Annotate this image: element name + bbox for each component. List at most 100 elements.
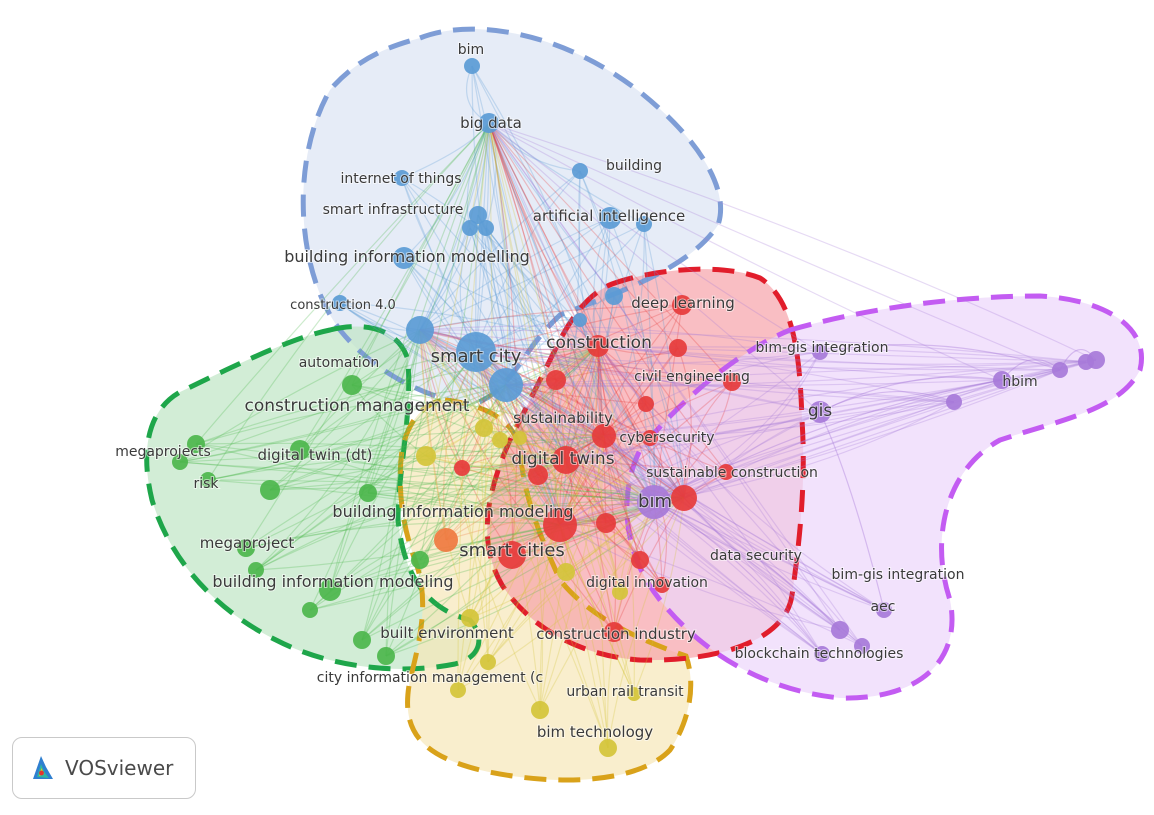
network-node[interactable] <box>599 739 617 757</box>
network-node[interactable] <box>434 528 458 552</box>
network-node[interactable] <box>302 602 318 618</box>
label-megaprojects[interactable]: megaprojects <box>114 443 212 461</box>
label-built-environment[interactable]: built environment <box>379 623 515 643</box>
label-bim-technology[interactable]: bim technology <box>536 722 654 742</box>
network-node[interactable] <box>637 485 671 519</box>
label-automation[interactable]: automation <box>298 354 381 372</box>
network-node[interactable] <box>642 430 658 446</box>
label-digital-twin-dt[interactable]: digital twin (dt) <box>256 445 373 465</box>
label-smart-cities[interactable]: smart cities <box>458 539 566 562</box>
network-node[interactable] <box>531 701 549 719</box>
network-node[interactable] <box>319 579 341 601</box>
label-bim-gis-integration-top[interactable]: bım-gis integration <box>755 339 890 357</box>
network-node[interactable] <box>543 508 577 542</box>
label-sustainability[interactable]: sustainability <box>512 408 614 428</box>
network-node[interactable] <box>469 206 487 224</box>
network-node[interactable] <box>572 163 588 179</box>
vosviewer-logo-badge[interactable]: VOSviewer <box>12 737 196 799</box>
network-node[interactable] <box>636 216 652 232</box>
label-hbim[interactable]: hbim <box>1001 373 1038 391</box>
label-risk[interactable]: risk <box>192 475 220 493</box>
network-node[interactable] <box>480 654 496 670</box>
network-node[interactable] <box>237 539 255 557</box>
label-building-information-modelling[interactable]: building information modelling <box>283 246 531 267</box>
network-node[interactable] <box>831 621 849 639</box>
label-cybersecurity[interactable]: cybersecurity <box>618 429 715 447</box>
network-node[interactable] <box>599 207 621 229</box>
network-node[interactable] <box>461 609 479 627</box>
network-node[interactable] <box>812 344 828 360</box>
label-digital-innovation[interactable]: digital innovation <box>585 574 709 592</box>
network-node[interactable] <box>393 247 415 269</box>
network-node[interactable] <box>946 394 962 410</box>
label-aec[interactable]: aec <box>870 598 897 616</box>
label-blockchain-technologies[interactable]: blockchain technologies <box>734 645 905 663</box>
network-node[interactable] <box>1078 354 1094 370</box>
label-deep-learning[interactable]: deep learning <box>630 293 735 313</box>
network-node[interactable] <box>200 472 216 488</box>
network-node[interactable] <box>718 464 734 480</box>
label-bim-center[interactable]: bım <box>637 490 673 513</box>
label-construction-4-0[interactable]: construction 4.0 <box>289 297 397 314</box>
label-building-information-modeling-1[interactable]: building information modeling <box>331 501 574 522</box>
network-node[interactable] <box>456 332 496 372</box>
label-civil-engineering[interactable]: civil engineering <box>633 368 751 386</box>
label-urban-rail-transit[interactable]: urban rail transit <box>565 683 685 701</box>
network-node[interactable] <box>557 563 575 581</box>
network-node[interactable] <box>631 551 649 569</box>
network-node[interactable] <box>612 584 628 600</box>
network-node[interactable] <box>876 602 892 618</box>
network-node[interactable] <box>353 631 371 649</box>
network-node[interactable] <box>604 622 624 642</box>
network-node[interactable] <box>993 371 1011 389</box>
network-node[interactable] <box>475 419 493 437</box>
network-node[interactable] <box>1052 362 1068 378</box>
network-node[interactable] <box>359 484 377 502</box>
network-node[interactable] <box>489 368 523 402</box>
network-node[interactable] <box>411 551 429 569</box>
network-node[interactable] <box>464 58 480 74</box>
network-node[interactable] <box>454 460 470 476</box>
label-construction[interactable]: construction <box>545 332 653 354</box>
network-node[interactable] <box>552 446 580 474</box>
label-bim-top[interactable]: bim <box>457 41 485 59</box>
label-internet-of-things[interactable]: internet of things <box>339 170 462 188</box>
network-node[interactable] <box>723 373 741 391</box>
label-digital-twins[interactable]: digital twins <box>510 448 615 470</box>
network-node[interactable] <box>492 432 508 448</box>
label-gis[interactable]: gis <box>807 400 834 422</box>
network-node[interactable] <box>672 295 692 315</box>
network-node[interactable] <box>462 220 478 236</box>
network-node[interactable] <box>605 287 623 305</box>
network-node[interactable] <box>854 638 870 654</box>
network-node[interactable] <box>498 541 526 569</box>
network-node[interactable] <box>638 396 654 412</box>
label-construction-industry[interactable]: construction industry <box>535 624 697 644</box>
network-node[interactable] <box>260 480 280 500</box>
network-node[interactable] <box>478 220 494 236</box>
label-city-information-management[interactable]: city information management (c <box>316 669 544 687</box>
label-bim-gis-integration-bottom[interactable]: bim-gis integration <box>831 566 966 584</box>
network-node[interactable] <box>627 687 641 701</box>
network-node[interactable] <box>290 440 310 460</box>
label-building-information-modeling-2[interactable]: building information modeling <box>211 571 454 592</box>
network-node[interactable] <box>573 313 587 327</box>
network-node[interactable] <box>528 465 548 485</box>
network-node[interactable] <box>654 577 670 593</box>
label-smart-infrastructure[interactable]: smart infrastructure <box>322 201 465 219</box>
network-node[interactable] <box>814 646 830 662</box>
network-node[interactable] <box>669 339 687 357</box>
label-building[interactable]: building <box>605 157 663 175</box>
network-node[interactable] <box>479 113 499 133</box>
network-node[interactable] <box>248 562 264 578</box>
network-node[interactable] <box>377 647 395 665</box>
network-node[interactable] <box>406 316 434 344</box>
label-artificial-intelligence[interactable]: artificial intelligence <box>532 206 686 226</box>
network-node[interactable] <box>596 513 616 533</box>
network-node[interactable] <box>671 485 697 511</box>
network-node[interactable] <box>172 454 188 470</box>
label-smart-city[interactable]: smart city <box>430 345 523 368</box>
network-node[interactable] <box>592 424 616 448</box>
label-megaproject[interactable]: megaproject <box>199 533 296 553</box>
